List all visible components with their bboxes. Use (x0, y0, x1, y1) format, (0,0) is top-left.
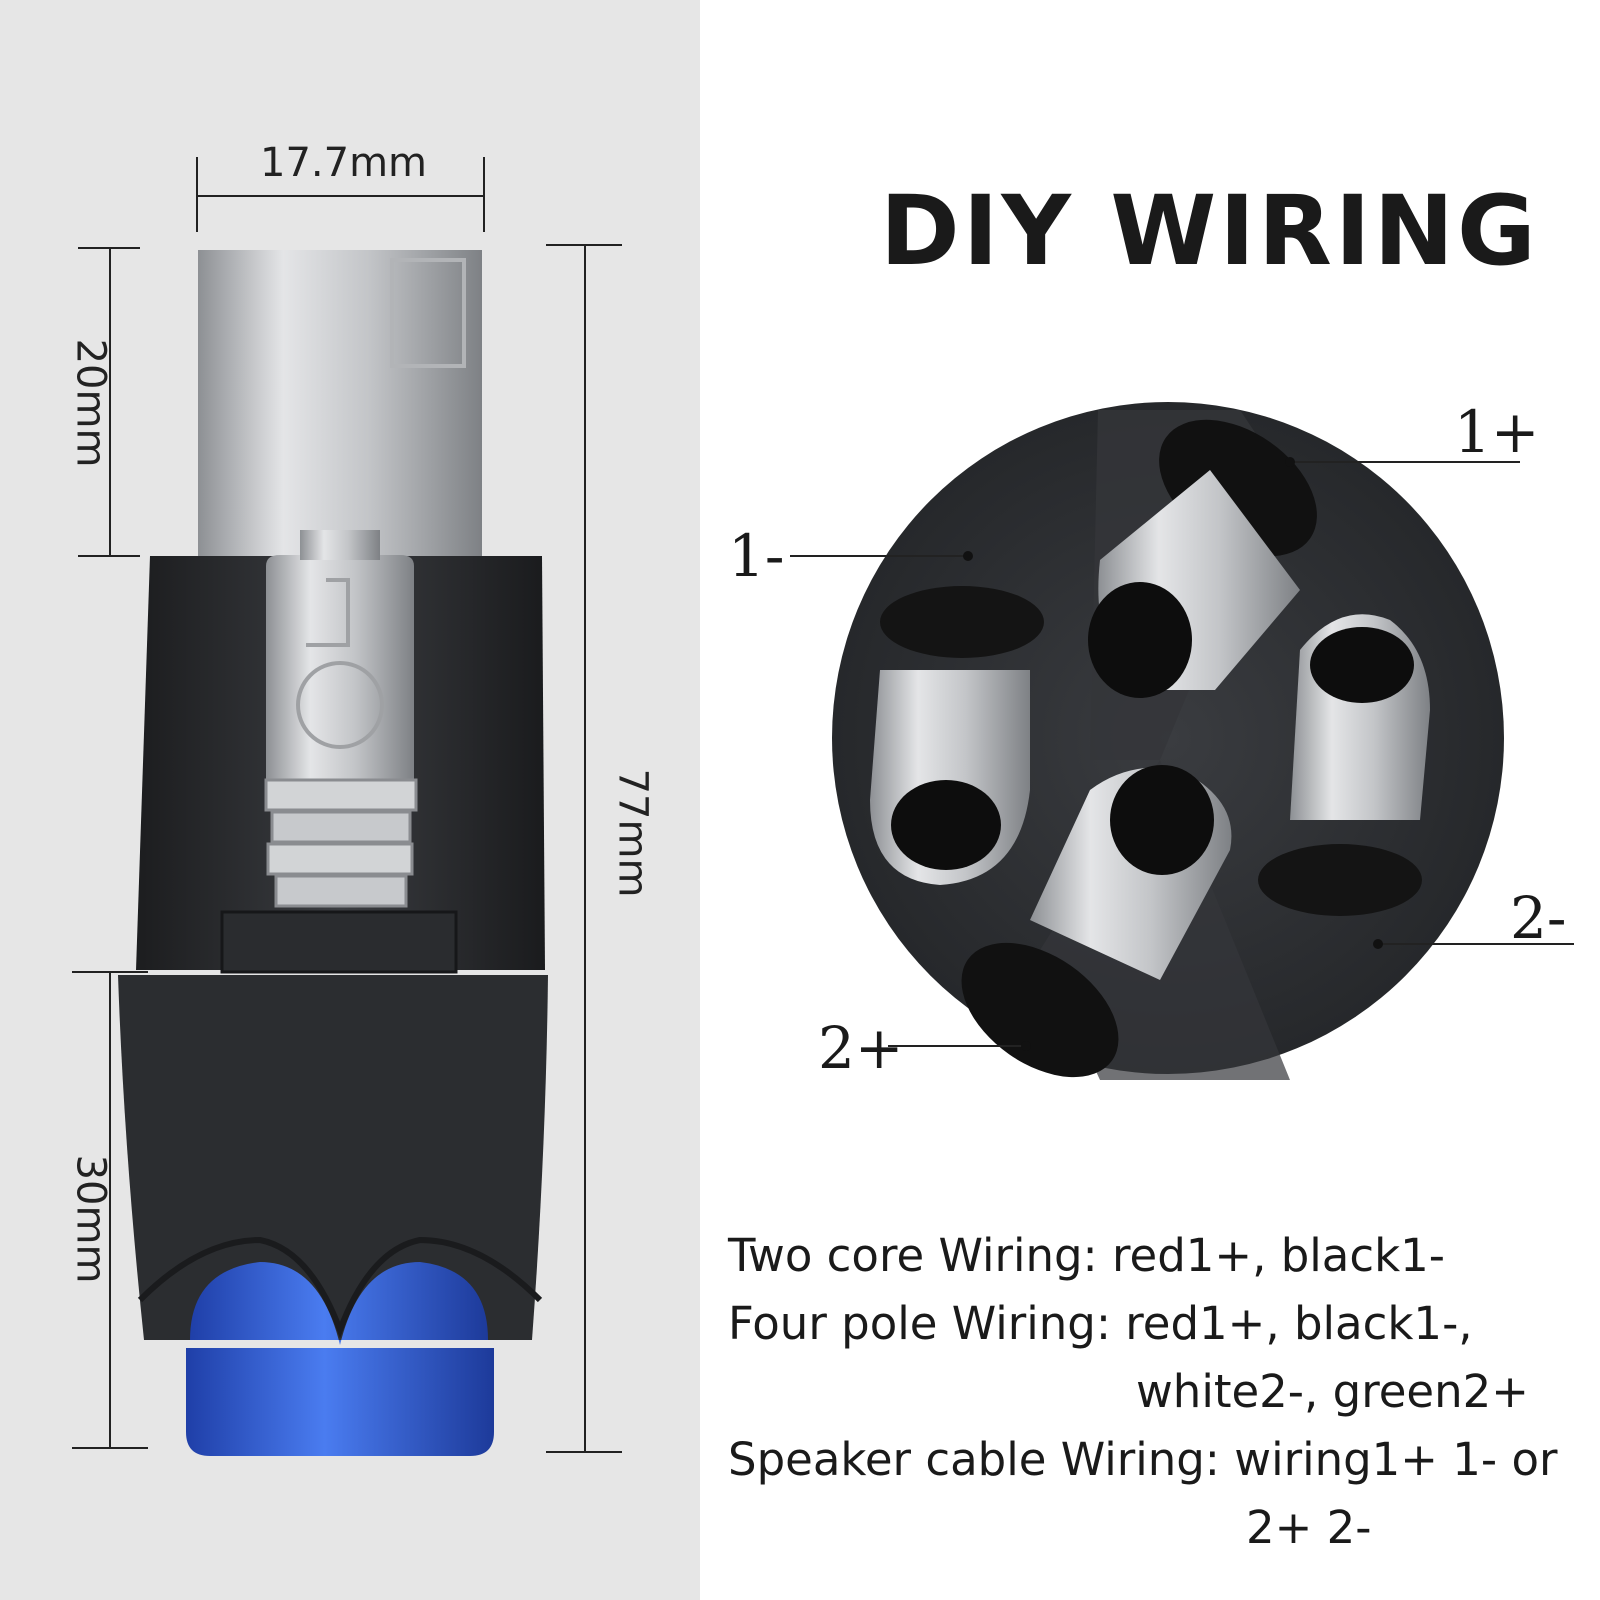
pin-label-2-plus: 2+ (818, 1014, 904, 1082)
head-length-dimension (78, 247, 140, 557)
terminal-1-minus (870, 586, 1044, 885)
speaker-cable-wiring-note: Speaker cable Wiring: wiring1+ 1- or (728, 1433, 1558, 1486)
boot-length-dimension (72, 971, 148, 1449)
pin-label-1-minus: 1- (728, 522, 785, 590)
total-length-dimension-label: 77mm (609, 768, 656, 898)
connector-side-view (118, 250, 548, 1456)
terminal-2-plus (961, 765, 1232, 1078)
width-dimension-label: 17.7mm (260, 140, 427, 186)
boot-length-dimension-label: 30mm (67, 1154, 114, 1284)
total-length-dimension (546, 244, 622, 1453)
width-dimension (196, 157, 485, 232)
page-title: DIY WIRING (880, 175, 1539, 287)
terminal-disc (832, 402, 1504, 1080)
four-pole-wiring-note: Four pole Wiring: red1+, black1-, (728, 1297, 1473, 1350)
terminal-2-minus (1258, 614, 1430, 916)
head-length-dimension-label: 20mm (67, 338, 114, 468)
two-core-wiring-note: Two core Wiring: red1+, black1- (728, 1229, 1446, 1282)
pin-label-2-minus: 2- (1510, 884, 1567, 952)
pin-leader-dots (963, 457, 1383, 1051)
terminal-1-plus (1088, 419, 1317, 698)
pin-leader-lines (790, 461, 1574, 1047)
wiring-notes: Two core Wiring: red1+, black1- Four pol… (728, 1222, 1588, 1562)
pin-label-1-plus: 1+ (1454, 398, 1540, 466)
four-pole-wiring-note-continued: white2-, green2+ (1136, 1365, 1529, 1418)
speaker-cable-wiring-note-continued: 2+ 2- (1246, 1501, 1372, 1554)
